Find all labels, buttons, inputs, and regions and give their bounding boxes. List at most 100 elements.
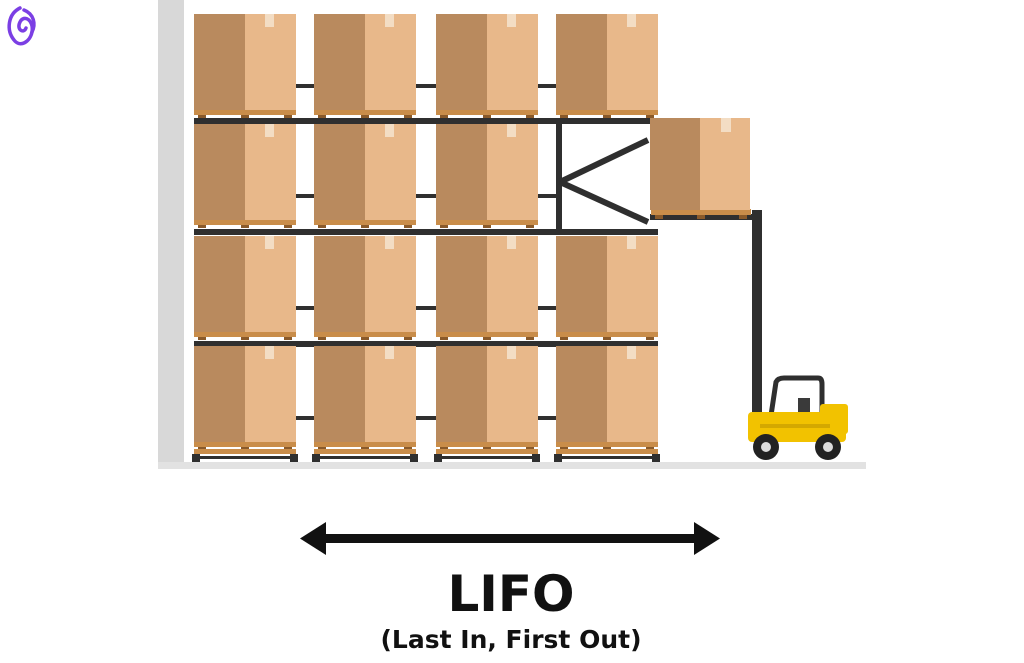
box-dark-face (194, 236, 245, 332)
pallet-block (361, 337, 369, 340)
pallet (556, 110, 658, 115)
pallet-block (241, 447, 249, 450)
pallet-block (284, 447, 292, 450)
rack-spacer (416, 194, 436, 198)
box-dark-face (556, 236, 607, 332)
rack-spacer (538, 306, 556, 310)
pallet-block (646, 115, 654, 118)
rack-spacer (416, 306, 436, 310)
box-light-face (607, 346, 658, 442)
rack-spacer (296, 194, 314, 198)
box-light-face (245, 124, 296, 220)
rack-spacer (296, 306, 314, 310)
pallet (556, 442, 658, 447)
pallet-block (198, 115, 206, 118)
pallet-block (198, 447, 206, 450)
pallet (194, 449, 296, 454)
rack-base-rail (554, 456, 660, 459)
pallet-block (560, 337, 568, 340)
rack-brace (558, 179, 650, 225)
box-tape (385, 124, 394, 137)
box-dark-face (194, 124, 245, 220)
pallet-block (603, 447, 611, 450)
box-tape (265, 124, 274, 137)
pallet (314, 442, 416, 447)
box-tape (627, 14, 636, 27)
forklift (650, 118, 848, 460)
pallet-block (483, 447, 491, 450)
box-tape (507, 14, 516, 27)
box-dark-face (556, 14, 607, 110)
pallet-block (361, 115, 369, 118)
box-dark-face (436, 14, 487, 110)
pallet-block (560, 115, 568, 118)
pallet (314, 332, 416, 337)
box-tape (627, 346, 636, 359)
box-tape (507, 124, 516, 137)
pallet-block (560, 447, 568, 450)
box-dark-face (314, 236, 365, 332)
box-tape (385, 14, 394, 27)
pallet (194, 110, 296, 115)
box-dark-face (556, 346, 607, 442)
lifted-box (650, 118, 700, 210)
pallet-block (483, 225, 491, 228)
box-light-face (365, 14, 416, 110)
box-light-face (487, 124, 538, 220)
pallet-block (440, 447, 448, 450)
rack-base-rail (434, 456, 540, 459)
box-tape (385, 346, 394, 359)
pallet-block (361, 225, 369, 228)
pallet (314, 449, 416, 454)
pallet-block (284, 337, 292, 340)
diagram-title: LIFO (447, 565, 574, 623)
pallet-block (318, 447, 326, 450)
box-tape (507, 236, 516, 249)
pallet (556, 332, 658, 337)
pallet-block (241, 337, 249, 340)
rack-spacer (296, 84, 314, 88)
pallet (314, 220, 416, 225)
box-light-face (607, 236, 658, 332)
pallet-block (284, 115, 292, 118)
pallet-block (526, 337, 534, 340)
pallet (194, 332, 296, 337)
box-dark-face (436, 124, 487, 220)
rack-base-rail (192, 456, 298, 459)
rack-spacer (538, 194, 556, 198)
box-light-face (365, 236, 416, 332)
box-dark-face (436, 236, 487, 332)
box-light-face (365, 346, 416, 442)
box-light-face (245, 236, 296, 332)
pallet-block (440, 337, 448, 340)
box-dark-face (194, 346, 245, 442)
rack-spacer (538, 84, 556, 88)
pallet-block (526, 225, 534, 228)
warehouse-floor (158, 462, 866, 469)
pallet (436, 449, 538, 454)
pallet (556, 449, 658, 454)
pallet-block (318, 115, 326, 118)
pallet-block (241, 225, 249, 228)
pallet-block (646, 447, 654, 450)
pallet-block (404, 115, 412, 118)
pallet (314, 110, 416, 115)
pallet-block (440, 225, 448, 228)
rack-spacer (416, 84, 436, 88)
pallet-block (483, 115, 491, 118)
box-tape (627, 236, 636, 249)
box-tape (385, 236, 394, 249)
pallet-block (603, 337, 611, 340)
box-dark-face (436, 346, 487, 442)
box-light-face (245, 14, 296, 110)
pallet-block (318, 337, 326, 340)
rack-beam (194, 229, 658, 235)
pallet-block (318, 225, 326, 228)
box-light-face (607, 14, 658, 110)
rack-spacer (416, 416, 436, 420)
pallet-rack (192, 14, 660, 462)
rack-upright (556, 122, 562, 230)
pallet-block (284, 225, 292, 228)
double-headed-arrow-icon (300, 522, 720, 555)
rack-spacer (538, 416, 556, 420)
